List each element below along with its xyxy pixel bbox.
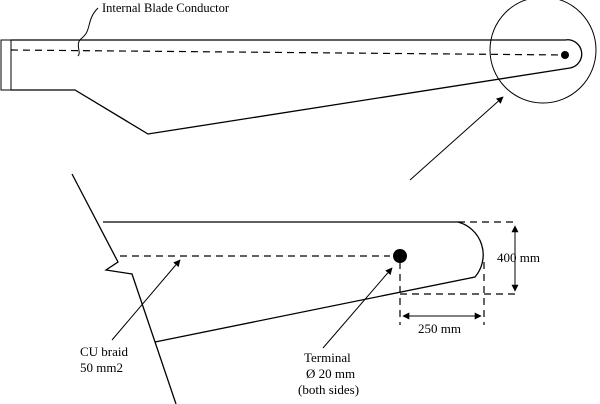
break-line: [71, 173, 177, 404]
terminal-label-line3: (both sides): [298, 382, 359, 397]
blade-outline: [11, 39, 583, 135]
terminal-leader: [322, 267, 393, 349]
cu-braid-leader: [111, 259, 181, 341]
vertical-dimension-label: 400 mm: [497, 250, 540, 265]
cu-braid-label-line1: CU braid: [80, 344, 129, 359]
tip-terminal-dot: [561, 51, 569, 59]
terminal-label-line1: Terminal: [304, 350, 351, 365]
cu-braid-label-line2: 50 mm2: [80, 360, 123, 375]
terminal-label-line2: Ø 20 mm: [306, 366, 355, 381]
zoom-arrow: [409, 96, 504, 181]
blade-overview: Internal Blade Conductor: [0, 0, 597, 135]
blade-detail: 400 mm 250 mm CU braid 50 mm2 Terminal Ø…: [71, 173, 540, 404]
detail-circle: [489, 0, 597, 104]
terminal-dot: [393, 249, 407, 263]
internal-conductor-line: [10, 49, 566, 56]
horizontal-dimension-label: 250 mm: [418, 321, 461, 336]
detail-blade-outline: [103, 221, 484, 343]
internal-conductor-label: Internal Blade Conductor: [102, 1, 230, 15]
blade-root-flange: [0, 39, 12, 91]
conductor-label-leader: [77, 7, 99, 57]
